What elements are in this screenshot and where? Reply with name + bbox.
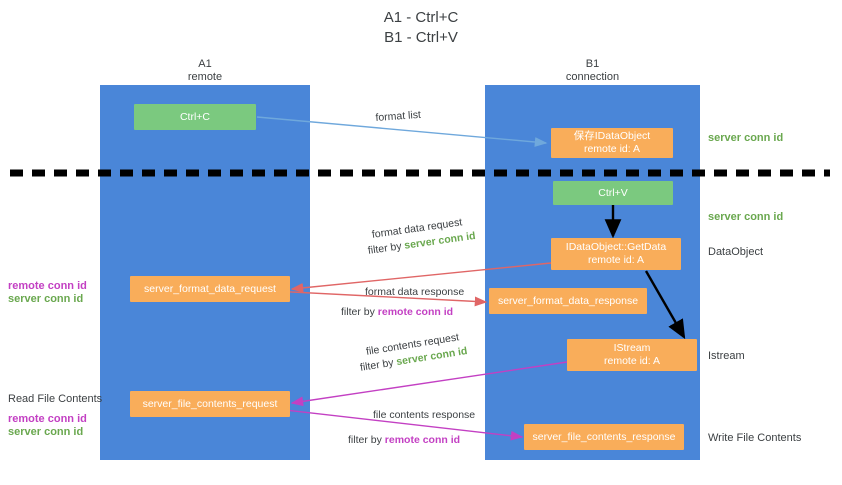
edge-filter-prefix: filter by — [341, 306, 378, 318]
lane-header-b1: B1 connection — [565, 58, 620, 83]
node-save-idataobject[interactable]: 保存IDataObject remote id: A — [551, 128, 673, 158]
label-remote-conn-id-1: remote conn id — [8, 280, 87, 292]
node-server-format-data-request[interactable]: server_format_data_request — [130, 276, 290, 302]
node-ctrl-c[interactable]: Ctrl+C — [134, 104, 256, 130]
node-idataobject-getdata[interactable]: IDataObject::GetData remote id: A — [551, 238, 681, 270]
label-write-file-contents: Write File Contents — [708, 432, 802, 444]
label-server-conn-id-left-1: server conn id — [8, 293, 84, 305]
edge-label-format-data-response-line1: format data response — [365, 286, 465, 298]
label-server-conn-id-left-2: server conn id — [8, 426, 84, 438]
edge-filter-prefix: filter by — [348, 434, 385, 446]
edge-filter-prefix: filter by — [359, 356, 398, 374]
node-ctrl-v[interactable]: Ctrl+V — [553, 181, 673, 205]
edge-label-file-contents-response-line1: file contents response — [373, 409, 476, 421]
label-read-file-contents: Read File Contents — [8, 393, 103, 405]
label-remote-conn-id-2: remote conn id — [8, 413, 87, 425]
edge-label-file-contents-response-line2: filter by remote conn id — [348, 433, 460, 447]
label-istream: Istream — [708, 350, 745, 362]
node-istream[interactable]: IStream remote id: A — [567, 339, 697, 371]
edge-label-format-list: format list — [375, 108, 422, 124]
edge-filter-value: remote conn id — [377, 306, 454, 318]
label-server-conn-id-mid: server conn id — [708, 211, 784, 223]
edge-filter-value: remote conn id — [384, 434, 461, 446]
page-title: A1 - Ctrl+C B1 - Ctrl+V — [383, 9, 459, 46]
label-server-conn-id-top: server conn id — [708, 132, 784, 144]
node-server-file-contents-request[interactable]: server_file_contents_request — [130, 391, 290, 417]
edge-label-format-data-response-line2: filter by remote conn id — [341, 305, 453, 319]
edge-filter-prefix: filter by — [367, 239, 406, 257]
node-server-format-data-response[interactable]: server_format_data_response — [489, 288, 647, 314]
lane-header-a1: A1 remote — [187, 58, 223, 83]
label-dataobject: DataObject — [708, 246, 764, 258]
node-server-file-contents-response[interactable]: server_file_contents_response — [524, 424, 684, 450]
